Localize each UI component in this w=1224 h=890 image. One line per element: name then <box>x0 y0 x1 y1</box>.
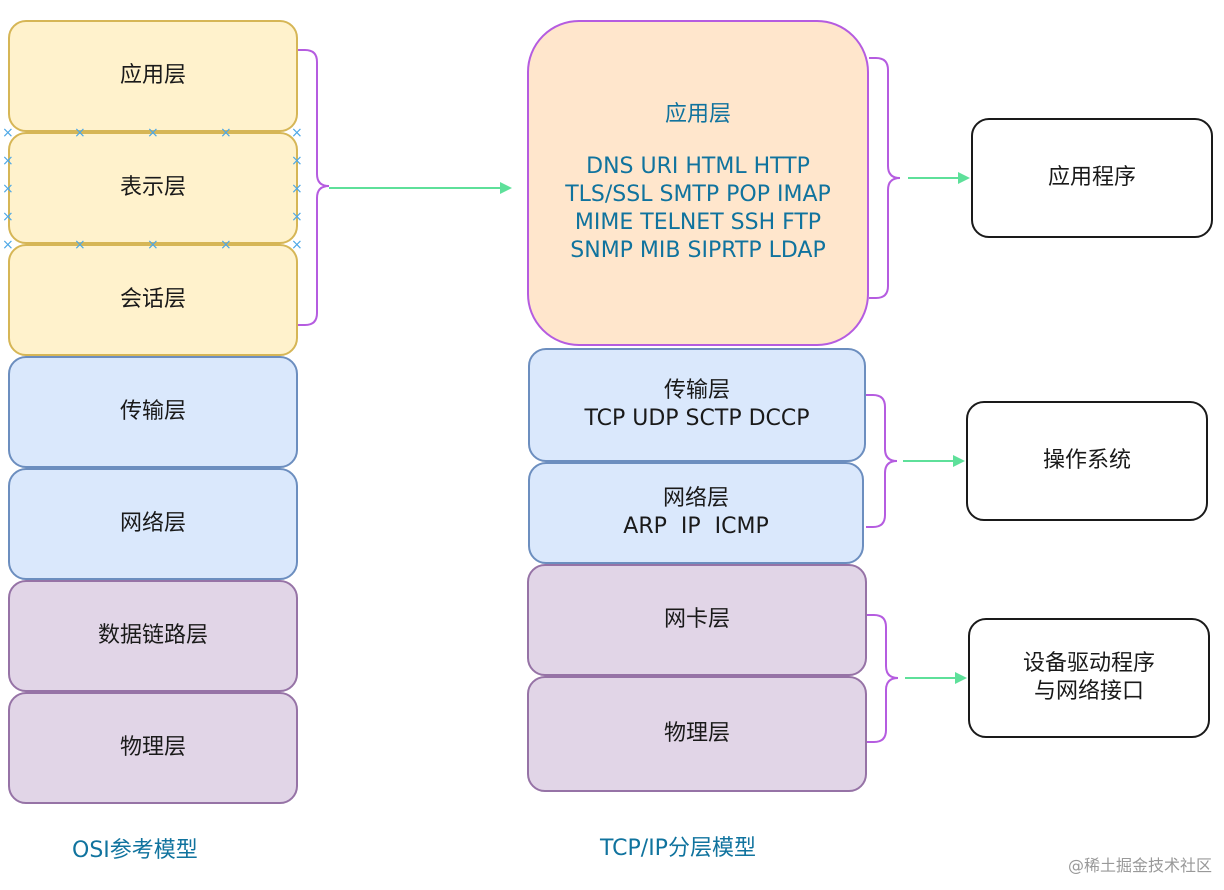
protocol-line: SNMP MIB SIPRTP LDAP <box>570 238 826 263</box>
osi-layer-label: 表示层 <box>119 175 186 200</box>
osi-layer-network: 网络层 <box>8 468 298 580</box>
osi-layer-transport: 传输层 <box>8 356 298 468</box>
selection-handle-icon: × <box>291 153 303 169</box>
osi-layer-session: 会话层 <box>8 244 298 356</box>
application-program-label: 应用程序 <box>1047 165 1136 190</box>
tcpip-network-title: 网络层 <box>662 486 729 511</box>
tcpip-caption: TCP/IP分层模型 <box>600 836 756 861</box>
application-program-box: 应用程序 <box>971 118 1213 238</box>
tcpip-transport-title: 传输层 <box>663 378 730 403</box>
selection-handle-icon: × <box>220 125 232 141</box>
device-driver-label-line2: 与网络接口 <box>1033 679 1144 704</box>
protocol-line: DNS URI HTML HTTP <box>586 154 810 179</box>
tcpip-layer-network: 网络层 ARP IP ICMP <box>528 462 864 564</box>
watermark: @稀土掘金技术社区 <box>1067 856 1212 875</box>
selection-handle-icon: × <box>291 125 303 141</box>
application-bracket <box>869 57 901 299</box>
selection-handle-icon: × <box>2 181 14 197</box>
selection-handle-icon: × <box>2 237 14 253</box>
selection-handle-icon: × <box>74 237 86 253</box>
tcpip-layer-physical: 物理层 <box>527 676 867 792</box>
protocol-line: TLS/SSL SMTP POP IMAP <box>565 182 831 207</box>
protocol-line: MIME TELNET SSH FTP <box>574 210 822 235</box>
osi-caption: OSI参考模型 <box>72 838 198 863</box>
osi-layer-physical: 物理层 <box>8 692 298 804</box>
tcpip-layer-transport: 传输层 TCP UDP SCTP DCCP <box>528 348 866 462</box>
tcpip-network-protocols: ARP IP ICMP <box>623 514 769 539</box>
selection-handle-icon: × <box>2 153 14 169</box>
device-driver-box: 设备驱动程序 与网络接口 <box>968 618 1210 738</box>
osi-layer-label: 会话层 <box>119 287 186 312</box>
selection-handle-icon: × <box>74 125 86 141</box>
tcpip-layer-application: 应用层 DNS URI HTML HTTP TLS/SSL SMTP POP I… <box>527 20 869 346</box>
selection-handle-icon: × <box>220 237 232 253</box>
device-driver-label-line1: 设备驱动程序 <box>1022 651 1155 676</box>
selection-handle-icon: × <box>291 209 303 225</box>
selection-handle-icon: × <box>147 125 159 141</box>
osi-layer-datalink: 数据链路层 <box>8 580 298 692</box>
osi-layer-label: 应用层 <box>119 63 186 88</box>
osi-layer-presentation: 表示层 <box>8 132 298 244</box>
osi-layer-application: 应用层 <box>8 20 298 132</box>
driver-bracket <box>867 614 899 743</box>
tcpip-physical-title: 物理层 <box>663 721 730 746</box>
os-bracket <box>866 394 898 528</box>
operating-system-box: 操作系统 <box>966 401 1208 521</box>
osi-layer-label: 传输层 <box>119 399 186 424</box>
selection-handle-icon: × <box>291 237 303 253</box>
tcpip-transport-protocols: TCP UDP SCTP DCCP <box>584 406 810 431</box>
osi-layer-label: 物理层 <box>119 735 186 760</box>
selection-handle-icon: × <box>2 209 14 225</box>
operating-system-label: 操作系统 <box>1042 448 1131 473</box>
tcpip-nic-title: 网卡层 <box>663 607 730 632</box>
selection-handle-icon: × <box>291 181 303 197</box>
selection-handle-icon: × <box>147 237 159 253</box>
tcpip-layer-nic: 网卡层 <box>527 564 867 676</box>
osi-layer-label: 数据链路层 <box>97 623 208 648</box>
selection-handle-icon: × <box>2 125 14 141</box>
osi-layer-label: 网络层 <box>119 511 186 536</box>
osi-bracket <box>298 49 330 326</box>
tcpip-application-title: 应用层 <box>664 102 731 127</box>
